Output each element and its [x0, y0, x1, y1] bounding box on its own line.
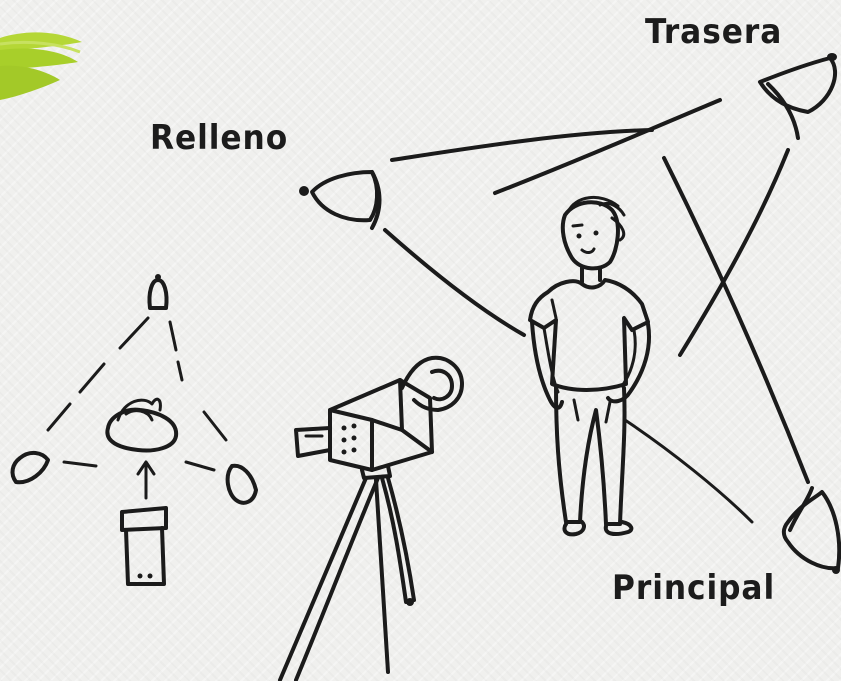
label-key-light: Principal [612, 568, 775, 608]
key-light-beams [625, 158, 808, 522]
tripod [280, 478, 414, 680]
back-light-lamp [760, 53, 837, 138]
video-camera [296, 358, 462, 478]
fill-light-lamp [299, 172, 380, 228]
key-light-lamp [784, 488, 840, 574]
label-back-light: Trasera [645, 12, 782, 52]
top-view-mini-diagram [13, 274, 256, 584]
green-brush-accent [0, 32, 82, 100]
fill-light-beams [385, 130, 652, 335]
person-subject [530, 197, 649, 534]
label-fill-light: Relleno [150, 118, 288, 158]
